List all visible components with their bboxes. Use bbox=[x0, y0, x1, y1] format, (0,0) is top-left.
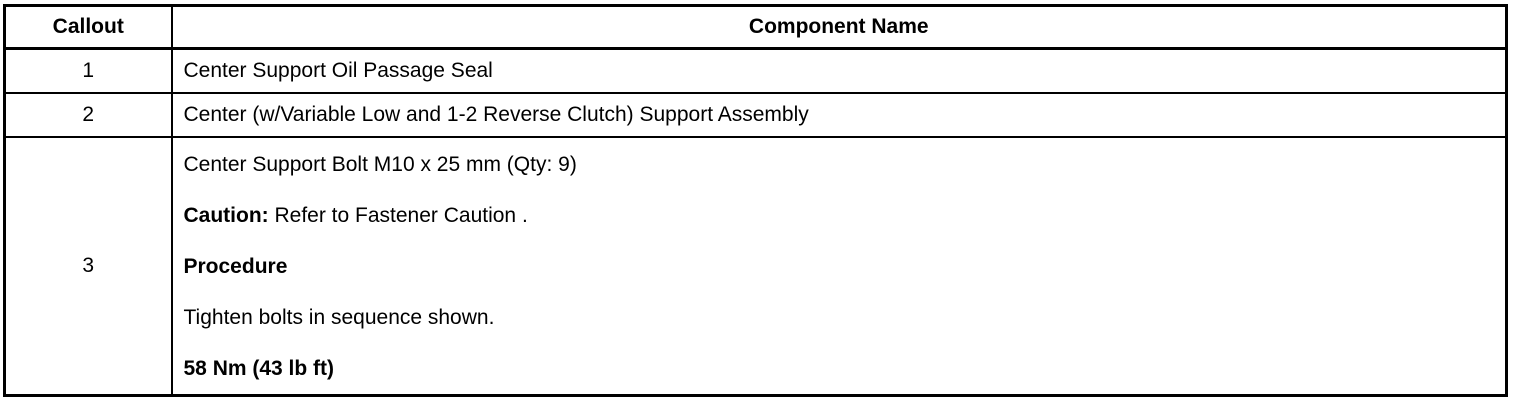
paragraph: Procedure bbox=[184, 254, 1506, 280]
text-run: Tighten bolts in sequence shown. bbox=[183, 305, 495, 329]
paragraph: Caution: Refer to Fastener Caution . bbox=[184, 203, 1506, 229]
paragraph: 58 Nm (43 lb ft) bbox=[184, 356, 1506, 382]
table-header: Callout Component Name bbox=[4, 5, 1507, 50]
paragraph-block: Center Support Oil Passage Seal bbox=[184, 58, 1506, 84]
cell-callout: 1 bbox=[4, 48, 173, 94]
parts-table: Callout Component Name 1 Center Support … bbox=[3, 4, 1508, 397]
cell-component-name: Center Support Oil Passage Seal bbox=[171, 48, 1507, 94]
table-row: 1 Center Support Oil Passage Seal bbox=[4, 48, 1507, 94]
table-row: 3 Center Support Bolt M10 x 25 mm (Qty: … bbox=[4, 136, 1507, 396]
text-run: Center Support Bolt M10 x 25 mm (Qty: 9) bbox=[183, 152, 577, 176]
paragraph: Center Support Oil Passage Seal bbox=[184, 58, 1506, 84]
column-header-component-name: Component Name bbox=[171, 5, 1507, 50]
cell-component-name: Center (w/Variable Low and 1-2 Reverse C… bbox=[171, 92, 1507, 138]
text-run-bold: Caution: bbox=[183, 203, 269, 227]
parts-table-container: Callout Component Name 1 Center Support … bbox=[3, 4, 1508, 397]
paragraph-block: Center (w/Variable Low and 1-2 Reverse C… bbox=[184, 102, 1506, 128]
text-run-bold: 58 Nm (43 lb ft) bbox=[183, 356, 335, 380]
paragraph: Tighten bolts in sequence shown. bbox=[184, 305, 1506, 331]
paragraph-block: Center Support Bolt M10 x 25 mm (Qty: 9)… bbox=[184, 152, 1506, 382]
text-run-bold: Procedure bbox=[183, 254, 288, 278]
cell-callout: 3 bbox=[4, 136, 173, 396]
text-run: Center (w/Variable Low and 1-2 Reverse C… bbox=[183, 102, 809, 126]
text-run: Refer to Fastener Caution . bbox=[268, 203, 528, 227]
cell-component-name: Center Support Bolt M10 x 25 mm (Qty: 9)… bbox=[171, 136, 1507, 396]
paragraph: Center Support Bolt M10 x 25 mm (Qty: 9) bbox=[184, 152, 1506, 178]
cell-callout: 2 bbox=[4, 92, 173, 138]
paragraph: Center (w/Variable Low and 1-2 Reverse C… bbox=[184, 102, 1506, 128]
table-row: 2 Center (w/Variable Low and 1-2 Reverse… bbox=[4, 92, 1507, 138]
column-header-callout: Callout bbox=[4, 5, 173, 50]
table-body: 1 Center Support Oil Passage Seal 2 Cent… bbox=[4, 48, 1507, 396]
table-header-row: Callout Component Name bbox=[4, 5, 1507, 50]
text-run: Center Support Oil Passage Seal bbox=[183, 58, 493, 82]
